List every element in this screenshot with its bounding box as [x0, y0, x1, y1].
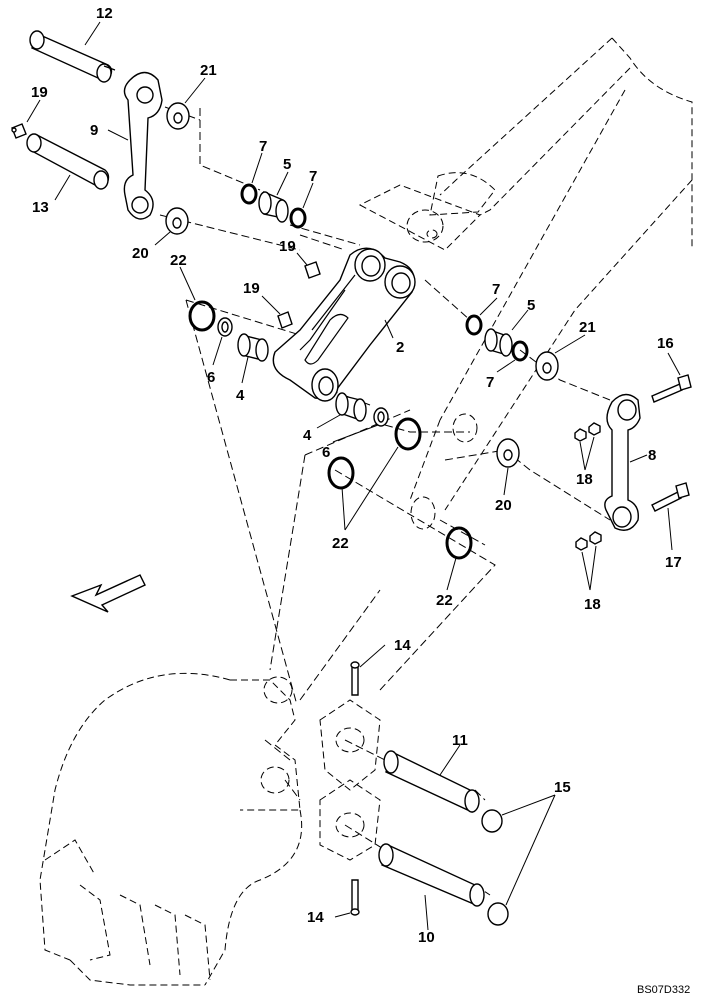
callout-18: 18 [576, 471, 593, 488]
callout-4: 4 [303, 427, 312, 444]
nuts-18-upper [574, 422, 601, 442]
shim-21-right [535, 351, 559, 381]
callout-9: 9 [90, 122, 98, 139]
callout-7: 7 [486, 374, 494, 391]
callout-7: 7 [309, 168, 317, 185]
link-8 [604, 393, 641, 531]
pin-10 [378, 843, 485, 907]
callout-5: 5 [527, 297, 535, 314]
grease-fitting-19-left [11, 123, 27, 139]
pin-13 [26, 133, 110, 190]
callout-8: 8 [648, 447, 656, 464]
pin-11 [383, 750, 480, 813]
oring-22-lower [445, 526, 473, 560]
callout-22: 22 [332, 535, 349, 552]
seal-7-upper-right [289, 207, 307, 229]
callout-19: 19 [243, 280, 260, 297]
oring-22-right [394, 417, 422, 451]
bushing-4-right [335, 392, 367, 422]
bushing-5-right [484, 328, 513, 357]
retaining-ring-15-upper [481, 809, 503, 833]
callout-14: 14 [394, 637, 411, 654]
callout-20: 20 [132, 245, 149, 262]
callout-7: 7 [259, 138, 267, 155]
bushing-4-left [237, 333, 269, 362]
callout-22: 22 [170, 252, 187, 269]
leader-lines [26, 21, 681, 931]
assembly-guides [159, 106, 611, 896]
retaining-ring-15-lower [487, 902, 509, 926]
drawing-code: BS07D332 [637, 984, 690, 996]
seal-7-upper-left [240, 183, 258, 205]
callout-labels: 12 19 9 13 21 20 7 5 7 19 19 22 6 4 2 4 … [31, 5, 690, 996]
link-2 [272, 247, 416, 402]
link-9 [123, 71, 163, 220]
nuts-18-lower [575, 531, 602, 551]
callout-13: 13 [32, 199, 49, 216]
shim-21-left [166, 102, 190, 130]
callout-21: 21 [579, 319, 596, 336]
oring-22-left [188, 300, 216, 332]
bolt-17 [651, 482, 690, 512]
callout-2: 2 [396, 339, 404, 356]
seal-6-left [217, 317, 233, 337]
callout-7: 7 [492, 281, 500, 298]
callout-20: 20 [495, 497, 512, 514]
seal-6-right [373, 407, 389, 427]
bushing-5-upper [258, 190, 289, 223]
arm-outline [358, 37, 693, 530]
shim-20-left [165, 207, 189, 235]
seal-7-right-upper [465, 314, 483, 336]
callout-21: 21 [200, 62, 217, 79]
front-direction-arrow-icon [70, 574, 146, 613]
lock-pin-14-upper [350, 661, 360, 696]
callout-17: 17 [665, 554, 682, 571]
callout-4: 4 [236, 387, 245, 404]
callout-14: 14 [307, 909, 324, 926]
callout-11: 11 [452, 732, 468, 749]
seal-7-right-lower [511, 340, 529, 362]
shim-20-right [496, 438, 520, 468]
pin-12 [29, 30, 116, 83]
callout-12: 12 [96, 5, 113, 22]
callout-16: 16 [657, 335, 674, 352]
bucket-outline [39, 672, 381, 986]
callout-22: 22 [436, 592, 453, 609]
callout-6: 6 [322, 444, 330, 461]
callout-10: 10 [418, 929, 435, 946]
callout-6: 6 [207, 369, 215, 386]
bolt-16 [651, 374, 692, 403]
lock-pin-14-lower [350, 879, 360, 916]
callout-19: 19 [31, 84, 48, 101]
oring-22-center [327, 456, 355, 490]
callout-19: 19 [279, 238, 296, 255]
grease-fitting-19-lower [277, 311, 293, 329]
grease-fitting-19-upper [304, 261, 321, 279]
callout-5: 5 [283, 156, 291, 173]
callout-18: 18 [584, 596, 601, 613]
callout-15: 15 [554, 779, 571, 796]
